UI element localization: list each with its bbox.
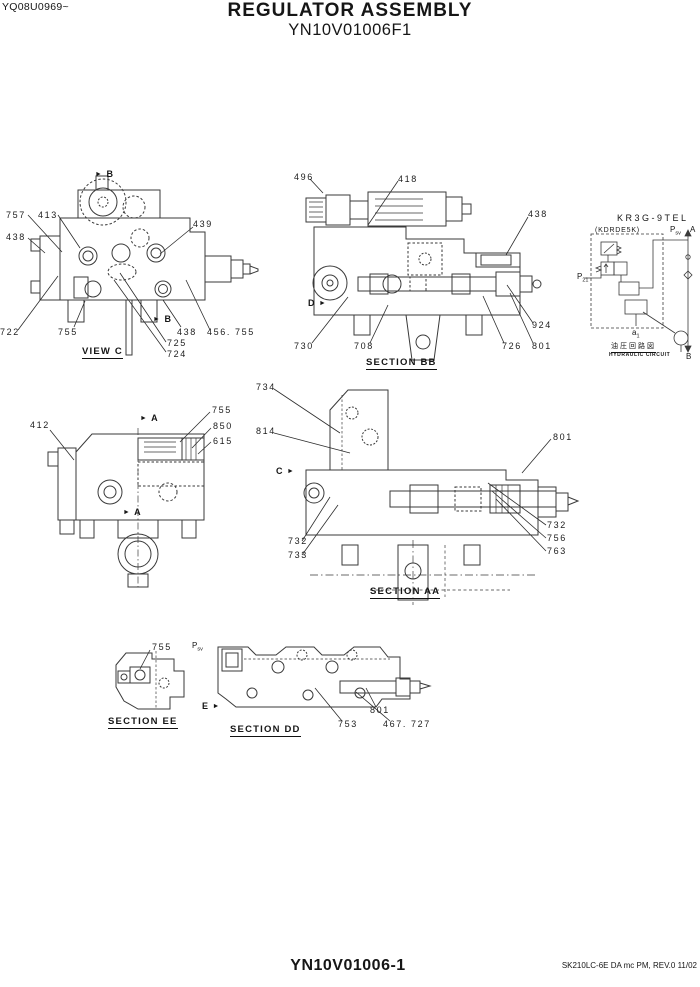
part-callout: 730 [294,341,314,351]
part-callout: 726 [502,341,522,351]
part-callout: 438 [528,209,548,219]
section-label-bb: SECTION BB [366,357,437,370]
arrow-right-icon: ► [140,415,148,422]
arrow-right-icon: ► [287,468,295,475]
figure-section-bb: 496 418 438 730 708 726 801 924 D ► SECT… [280,165,570,375]
part-callout: 801 [553,432,573,442]
revision-note: SK210LC-6E DA mc PM, REV.0 11/02 [561,961,697,970]
part-callout: 801 [370,705,390,715]
figure-section-dd: Psv E ► 753 467. 727 801 SECTION DD [190,625,435,745]
arrow-right-icon: ► [212,703,221,710]
figure-section-ee: 755 SECTION EE [100,625,230,735]
section-label-dd: SECTION DD [230,724,301,737]
part-callout: 757 [6,210,26,220]
part-callout: 438 [6,232,26,242]
section-aa-drawing [273,388,580,605]
figure-section-aa: 734 814 801 732 733 732 756 763 C ► SECT… [250,375,580,605]
part-callout: 412 [30,420,50,430]
corner-label-a: A [690,225,696,234]
view-arrow-d: D ► [308,298,327,308]
port-label-p21: P21 [577,272,589,284]
part-callout: 733 [288,550,308,560]
view-c-drawing [17,175,259,356]
part-callout: 732 [547,520,567,530]
part-callout: 850 [213,421,233,431]
part-callout: 755 [212,405,232,415]
drawing-number: YN10V01006-1 [290,957,406,974]
arrow-right-icon: ► [153,316,161,323]
part-callout: 755 [152,642,172,652]
part-callout: 722 [0,327,20,337]
assembly-part-number: YN10V01006F1 [288,21,412,39]
section-dd-drawing [217,646,432,722]
corner-label-b: B [686,352,692,361]
circuit-caption-jp: 油圧回路図 [611,341,656,353]
view-arrow-b-top: ► B [95,169,114,179]
figure-view-c: 757 413 438 722 755 438 456. 755 725 724… [0,160,270,372]
doc-code: YQ08U0969~ [2,1,69,13]
part-callout: 734 [256,382,276,392]
figure-hydraulic-circuit: KR3G-9TEL (KDRDE5K) Psv A P21 a1 油圧回路図 H… [575,200,700,370]
regulator-model-label: KR3G-9TEL [617,213,689,223]
view-arrow-c: C ► [276,466,295,476]
part-callout: 496 [294,172,314,182]
figure-view-a: 412 755 850 615 ► A ► A [20,390,240,590]
part-callout: 456. 755 [207,327,255,337]
hydraulic-circuit-drawing [585,229,693,353]
section-label-aa: SECTION AA [370,586,441,599]
port-label-psv: Psv [670,225,681,237]
part-callout: 801 [532,341,552,351]
section-label-view-c: VIEW C [82,346,123,359]
part-callout: 438 [177,327,197,337]
port-label-a1: a1 [632,328,640,340]
section-label-ee: SECTION EE [108,716,178,729]
view-arrow-a-top: ► A [140,413,159,423]
arrow-right-icon: ► [123,509,131,516]
view-a-drawing [47,411,212,590]
part-callout: 732 [288,536,308,546]
part-callout: 615 [213,436,233,446]
circuit-caption-en: HYDRAULIC CIRCUIT [609,352,671,358]
page-title: REGULATOR ASSEMBLY [227,0,473,21]
arrow-right-icon: ► [319,300,327,307]
port-label-psv-dd: Psv [192,641,203,653]
section-bb-drawing [305,178,542,361]
view-arrow-e: E ► [202,701,221,711]
part-callout: 755 [58,327,78,337]
part-callout: 439 [193,219,213,229]
view-arrow-a-mid: ► A [123,507,142,517]
part-callout: 756 [547,533,567,543]
part-callout: 753 [338,719,358,729]
part-callout: 418 [398,174,418,184]
part-callout: 814 [256,426,276,436]
part-callout: 413 [38,210,58,220]
part-callout: 467. 727 [383,719,431,729]
valve-name-label: (KDRDE5K) [595,227,640,234]
part-callout: 724 [167,349,187,359]
part-callout: 708 [354,341,374,351]
part-callout: 725 [167,338,187,348]
view-arrow-b-bottom: ► B [153,314,172,324]
section-ee-drawing [115,649,185,710]
part-callout: 924 [532,320,552,330]
part-callout: 763 [547,546,567,556]
arrow-right-icon: ► [95,171,103,178]
